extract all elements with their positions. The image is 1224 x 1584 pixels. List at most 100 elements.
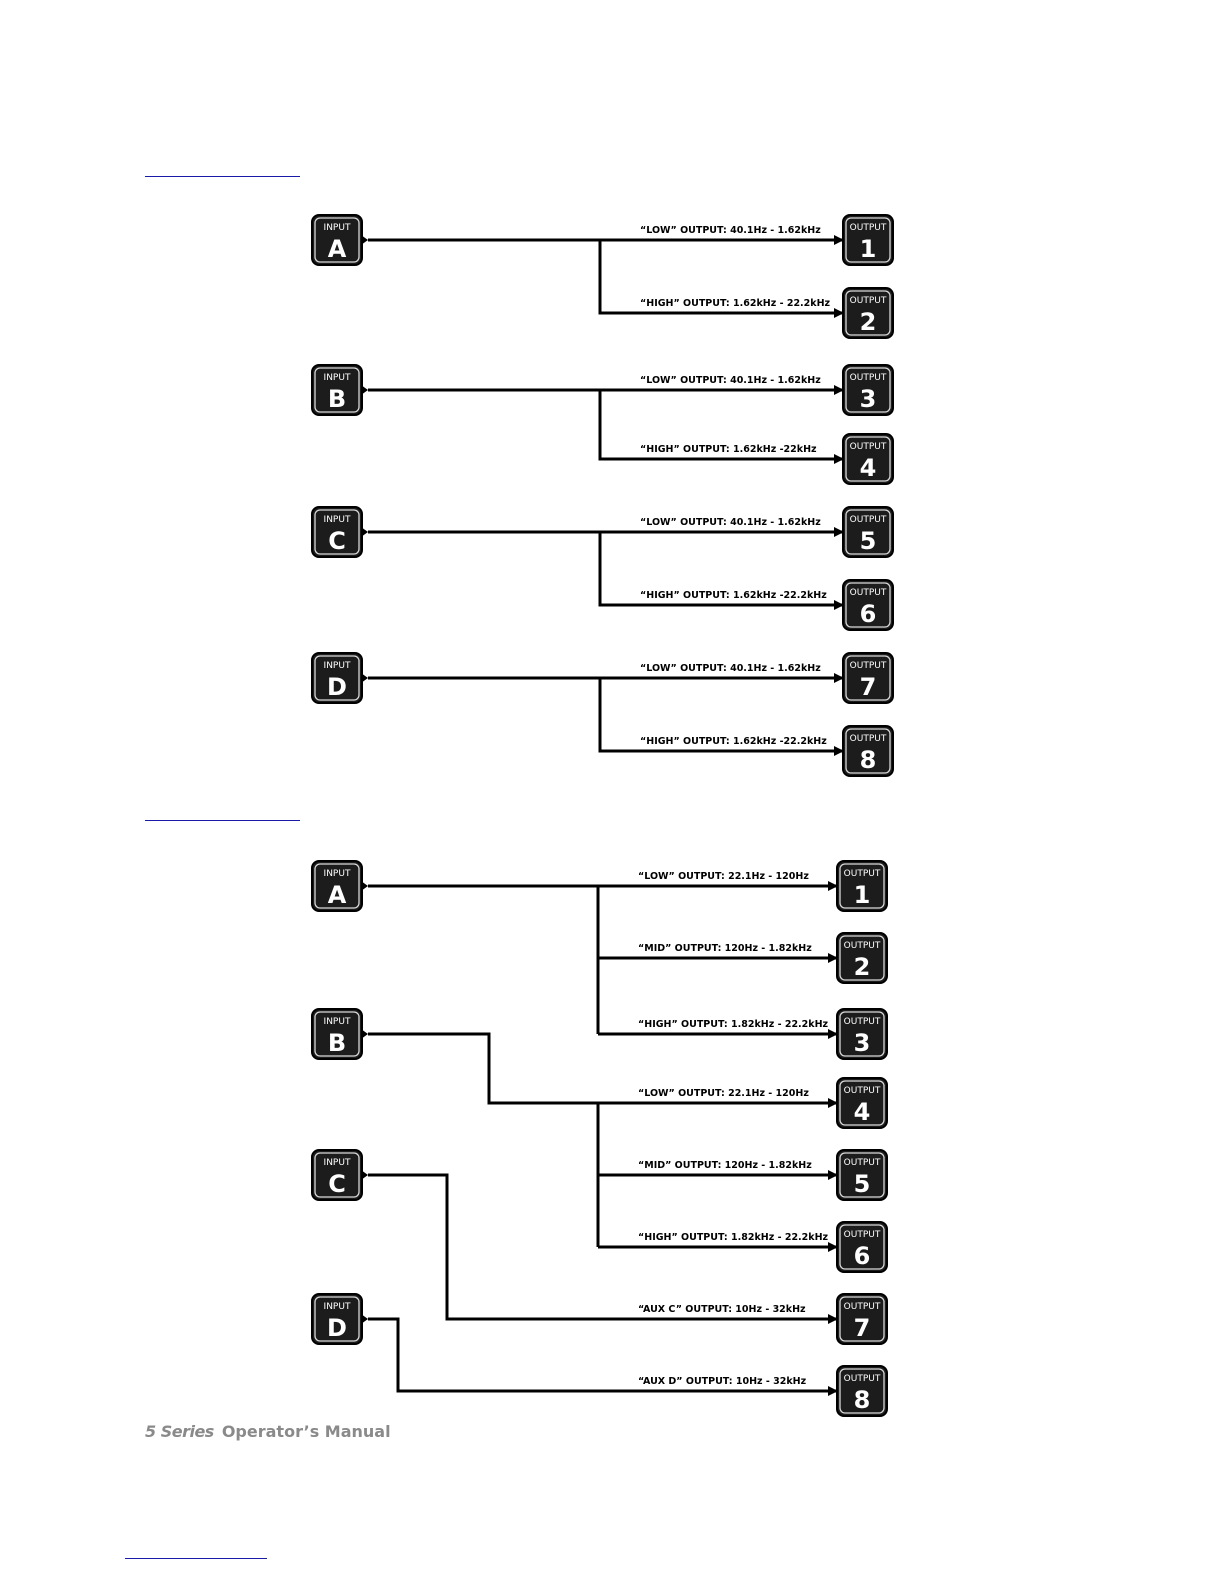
input-letter: C xyxy=(328,1170,346,1198)
output-number: 6 xyxy=(854,1242,871,1270)
output-box-6: OUTPUT 6 xyxy=(842,579,894,631)
output-caption: OUTPUT xyxy=(844,1086,881,1096)
output-number: 8 xyxy=(860,746,877,774)
output-number: 2 xyxy=(854,953,871,981)
input-caption: INPUT xyxy=(324,1302,351,1312)
label-output-7: “LOW” OUTPUT: 40.1Hz - 1.62kHz xyxy=(640,663,821,674)
input-caption: INPUT xyxy=(324,223,351,233)
output-box-4-3way: OUTPUT 4 xyxy=(836,1077,888,1129)
wire-input-B-low xyxy=(368,1032,838,1108)
output-caption: OUTPUT xyxy=(850,734,887,744)
output-number: 4 xyxy=(860,454,877,482)
wire-input-D-high xyxy=(598,678,844,756)
wire-input-A-high xyxy=(598,240,844,318)
output-number: 5 xyxy=(860,527,877,555)
label-output-8: “HIGH” OUTPUT: 1.62kHz -22.2kHz xyxy=(640,736,827,747)
output-number: 1 xyxy=(854,881,871,909)
output-caption: OUTPUT xyxy=(850,515,887,525)
output-number: 2 xyxy=(860,308,877,336)
output-caption: OUTPUT xyxy=(844,941,881,951)
input-caption: INPUT xyxy=(324,661,351,671)
label-output-7-3way: “AUX C” OUTPUT: 10Hz - 32kHz xyxy=(638,1304,806,1315)
output-box-5-3way: OUTPUT 5 xyxy=(836,1149,888,1201)
output-number: 7 xyxy=(854,1314,871,1342)
output-box-8: OUTPUT 8 xyxy=(842,725,894,777)
input-caption: INPUT xyxy=(324,1017,351,1027)
page-footer: 5 Series Operator’s Manual xyxy=(145,1422,391,1441)
output-caption: OUTPUT xyxy=(844,1017,881,1027)
input-letter: D xyxy=(327,1314,347,1342)
label-output-2-3way: “MID” OUTPUT: 120Hz - 1.82kHz xyxy=(638,943,812,954)
input-box-D: INPUT D xyxy=(311,652,368,704)
output-box-2: OUTPUT 2 xyxy=(842,287,894,339)
output-number: 3 xyxy=(860,385,877,413)
footer-title: Operator’s Manual xyxy=(221,1422,391,1441)
label-output-2: “HIGH” OUTPUT: 1.62kHz - 22.2kHz xyxy=(640,298,831,309)
io-boxes: INPUTAOUTPUT1OUTPUT2INPUTBOUTPUT3OUTPUT4… xyxy=(311,214,894,1417)
output-number: 7 xyxy=(860,673,877,701)
input-box-B-3way: INPUT B xyxy=(311,1008,368,1060)
input-letter: B xyxy=(328,1029,346,1057)
output-box-7-3way: OUTPUT 7 xyxy=(836,1293,888,1345)
output-labels: “LOW” OUTPUT: 40.1Hz - 1.62kHz “HIGH” OUT… xyxy=(638,225,831,1387)
input-caption: INPUT xyxy=(324,869,351,879)
label-output-1: “LOW” OUTPUT: 40.1Hz - 1.62kHz xyxy=(640,225,821,236)
output-number: 5 xyxy=(854,1170,871,1198)
section-rule-bottom xyxy=(125,1558,267,1559)
wire-input-C-aux xyxy=(368,1173,838,1324)
output-number: 8 xyxy=(854,1386,871,1414)
input-letter: A xyxy=(328,235,347,263)
label-output-3-3way: “HIGH” OUTPUT: 1.82kHz - 22.2kHz xyxy=(638,1019,829,1030)
input-letter: C xyxy=(328,527,346,555)
input-letter: B xyxy=(328,385,346,413)
output-caption: OUTPUT xyxy=(844,1230,881,1240)
input-box-A: INPUT A xyxy=(311,214,368,266)
input-box-D-3way: INPUT D xyxy=(311,1293,368,1345)
input-box-A-3way: INPUT A xyxy=(311,860,368,912)
output-number: 3 xyxy=(854,1029,871,1057)
output-box-2-3way: OUTPUT 2 xyxy=(836,932,888,984)
label-output-8-3way: “AUX D” OUTPUT: 10Hz - 32kHz xyxy=(638,1376,807,1387)
output-number: 6 xyxy=(860,600,877,628)
input-box-B: INPUT B xyxy=(311,364,368,416)
wire-input-B-high xyxy=(598,390,844,464)
output-caption: OUTPUT xyxy=(844,1302,881,1312)
label-output-4: “HIGH” OUTPUT: 1.62kHz -22kHz xyxy=(640,444,817,455)
wire-input-C-high xyxy=(598,532,844,610)
output-caption: OUTPUT xyxy=(850,661,887,671)
input-letter: A xyxy=(328,881,347,909)
output-caption: OUTPUT xyxy=(844,869,881,879)
signal-wires xyxy=(368,235,844,1396)
label-output-5: “LOW” OUTPUT: 40.1Hz - 1.62kHz xyxy=(640,517,821,528)
output-box-3: OUTPUT 3 xyxy=(842,364,894,416)
output-number: 4 xyxy=(854,1098,871,1126)
input-caption: INPUT xyxy=(324,1158,351,1168)
output-box-3-3way: OUTPUT 3 xyxy=(836,1008,888,1060)
output-box-1-3way: OUTPUT 1 xyxy=(836,860,888,912)
output-box-5: OUTPUT 5 xyxy=(842,506,894,558)
section-rule-top xyxy=(145,176,300,177)
output-caption: OUTPUT xyxy=(850,442,887,452)
label-output-5-3way: “MID” OUTPUT: 120Hz - 1.82kHz xyxy=(638,1160,812,1171)
label-output-6: “HIGH” OUTPUT: 1.62kHz -22.2kHz xyxy=(640,590,827,601)
label-output-4-3way: “LOW” OUTPUT: 22.1Hz - 120Hz xyxy=(638,1088,809,1099)
output-box-4: OUTPUT 4 xyxy=(842,433,894,485)
output-caption: OUTPUT xyxy=(844,1158,881,1168)
input-caption: INPUT xyxy=(324,373,351,383)
output-caption: OUTPUT xyxy=(850,373,887,383)
input-box-C-3way: INPUT C xyxy=(311,1149,368,1201)
input-letter: D xyxy=(327,673,347,701)
output-caption: OUTPUT xyxy=(850,223,887,233)
output-caption: OUTPUT xyxy=(850,296,887,306)
output-box-6-3way: OUTPUT 6 xyxy=(836,1221,888,1273)
input-caption: INPUT xyxy=(324,515,351,525)
output-box-7: OUTPUT 7 xyxy=(842,652,894,704)
output-caption: OUTPUT xyxy=(850,588,887,598)
footer-series: 5 Series xyxy=(145,1422,214,1441)
wire-input-D-aux xyxy=(368,1317,838,1396)
label-output-1-3way: “LOW” OUTPUT: 22.1Hz - 120Hz xyxy=(638,871,809,882)
section-rule-middle xyxy=(145,820,300,821)
